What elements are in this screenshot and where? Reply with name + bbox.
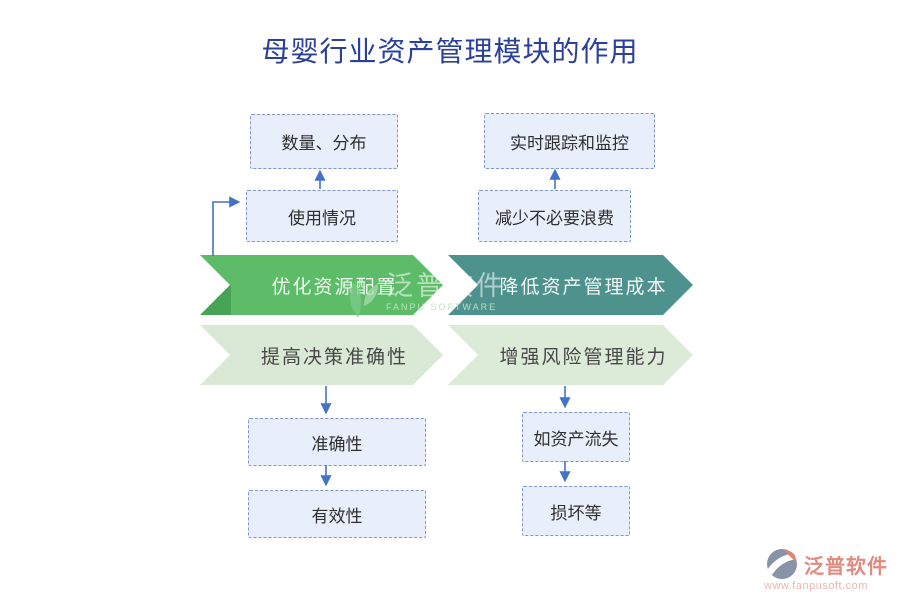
node-damage: 损坏等 xyxy=(522,486,630,536)
node-quantity-distribution: 数量、分布 xyxy=(250,114,398,169)
node-accuracy: 准确性 xyxy=(248,418,426,466)
footer-brand: 泛普软件 www.fanpusoft.com xyxy=(764,546,888,592)
banner-label: 优化资源配置 xyxy=(271,275,398,298)
node-asset-loss: 如资产流失 xyxy=(522,412,630,462)
page-title: 母婴行业资产管理模块的作用 xyxy=(261,35,639,68)
node-effectiveness: 有效性 xyxy=(248,490,426,538)
banner-label: 增强风险管理能力 xyxy=(499,345,668,368)
node-label: 数量、分布 xyxy=(281,134,367,154)
footer-brand-name: 泛普软件 xyxy=(804,553,888,578)
footer-website-url: www.fanpusoft.com xyxy=(764,580,868,592)
banner-risk-management: 增强风险管理能力 xyxy=(448,325,693,385)
node-reduce-waste: 减少不必要浪费 xyxy=(478,190,631,242)
banner-decision-accuracy: 提高决策准确性 xyxy=(200,325,443,385)
node-label: 实时跟踪和监控 xyxy=(510,133,629,154)
node-label: 如资产流失 xyxy=(533,429,619,450)
node-realtime-tracking: 实时跟踪和监控 xyxy=(484,113,655,169)
node-label: 损坏等 xyxy=(550,503,602,524)
node-usage-status: 使用情况 xyxy=(246,190,398,242)
node-label: 准确性 xyxy=(311,434,363,455)
node-label: 减少不必要浪费 xyxy=(495,208,614,229)
fanpu-logo-icon xyxy=(767,549,797,579)
banner-optimize-resources: 优化资源配置 xyxy=(200,255,443,315)
banner-label: 降低资产管理成本 xyxy=(499,275,668,298)
banner-reduce-cost: 降低资产管理成本 xyxy=(448,255,693,315)
banner-label: 提高决策准确性 xyxy=(260,345,408,368)
node-label: 使用情况 xyxy=(288,208,356,229)
banner-fold-decoration xyxy=(200,284,231,315)
node-label: 有效性 xyxy=(311,506,363,527)
